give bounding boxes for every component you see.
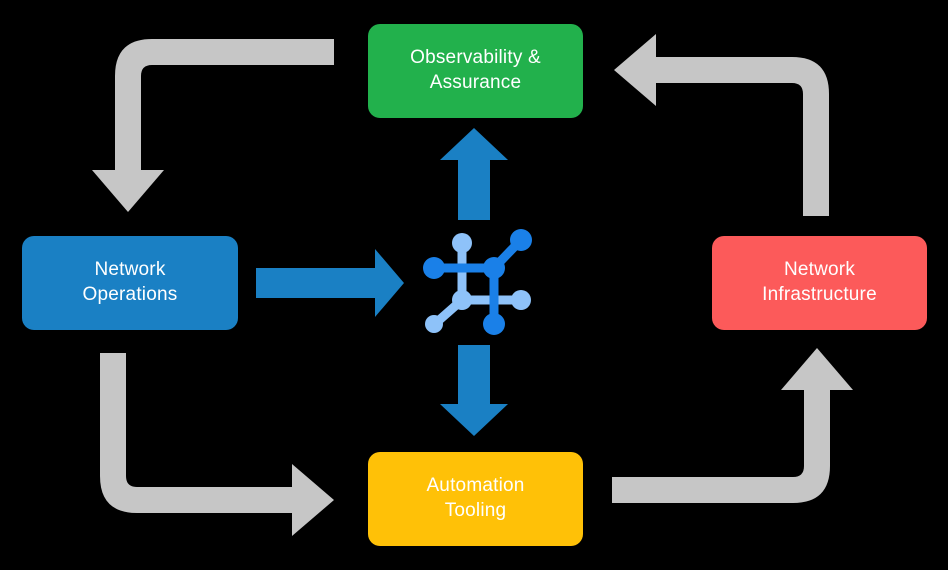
arrow-center-to-automation bbox=[440, 345, 508, 436]
node-observability-label-line2: Assurance bbox=[429, 72, 522, 93]
arrow-automation-to-infrastructure bbox=[612, 348, 853, 503]
arrow-operations-to-automation bbox=[100, 353, 334, 536]
node-observability-label-line1: Observability & bbox=[410, 47, 541, 69]
node-infrastructure-label-line1: Network bbox=[783, 259, 856, 281]
mesh-node-top-right bbox=[510, 229, 532, 251]
arrow-infrastructure-to-observability bbox=[614, 34, 829, 216]
mesh-node-center-bottom bbox=[452, 290, 472, 310]
node-infrastructure-label-line2: Infrastructure bbox=[762, 284, 877, 305]
node-automation-tooling[interactable]: Automation Tooling bbox=[368, 452, 583, 546]
node-automation-label-line1: Automation bbox=[426, 475, 525, 497]
node-operations-label-line1: Network bbox=[94, 259, 166, 281]
node-network-infrastructure[interactable]: Network Infrastructure bbox=[712, 236, 927, 330]
arrow-observability-to-operations bbox=[92, 39, 334, 212]
mesh-node-right-mid bbox=[511, 290, 531, 310]
mesh-node-bottom-left bbox=[425, 315, 443, 333]
node-observability-assurance[interactable]: Observability & Assurance bbox=[368, 24, 583, 118]
mesh-node-left bbox=[423, 257, 445, 279]
node-operations-label-line2: Operations bbox=[82, 284, 178, 305]
arrow-operations-to-center bbox=[256, 249, 404, 317]
node-network-operations[interactable]: Network Operations bbox=[22, 236, 238, 330]
mesh-node-bottom-right bbox=[483, 313, 505, 335]
mesh-node-top-left bbox=[452, 233, 472, 253]
node-automation-label-line2: Tooling bbox=[444, 500, 507, 521]
mesh-node-hub bbox=[483, 257, 505, 279]
arrow-center-to-observability bbox=[440, 128, 508, 220]
